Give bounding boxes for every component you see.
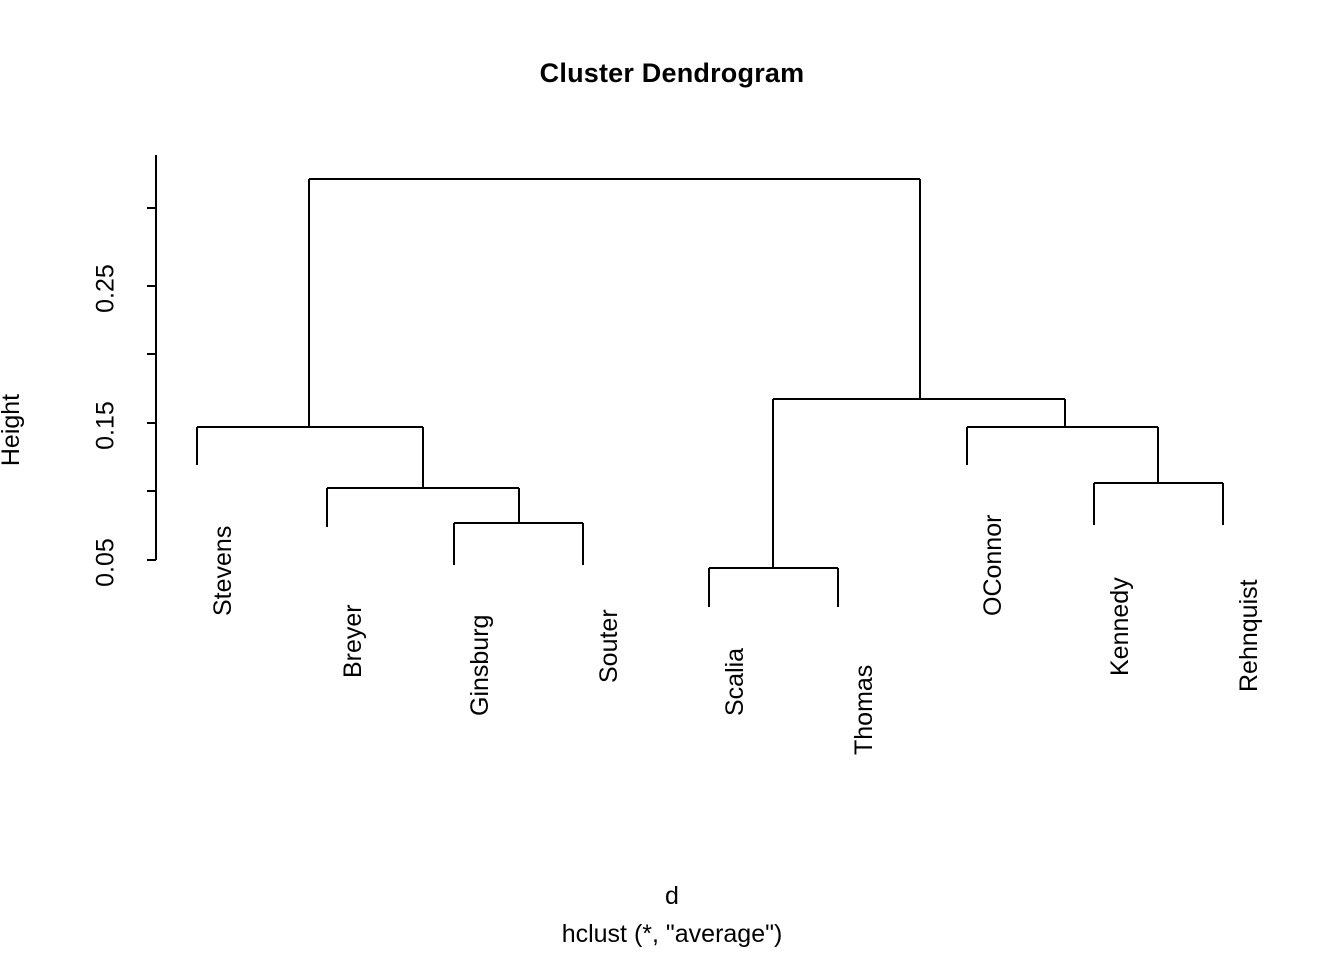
y-axis-tick-label-0.25: 0.25 <box>91 264 120 313</box>
x-axis-title-line1: d <box>665 882 679 910</box>
y-axis-tick-label-0.15: 0.15 <box>91 401 120 450</box>
x-axis-title-line2: hclust (*, "average") <box>561 920 783 948</box>
y-axis-title: Height <box>0 393 25 467</box>
leaf-label-breyer: Breyer <box>339 604 367 678</box>
page-title: Cluster Dendrogram <box>539 58 805 88</box>
y-axis-tick-label-0.05: 0.05 <box>91 538 120 587</box>
leaf-label-ginsburg: Ginsburg <box>466 614 494 716</box>
leaf-label-oconnor: OConnor <box>979 514 1007 616</box>
leaf-label-stevens: Stevens <box>209 525 237 616</box>
leaf-label-thomas: Thomas <box>850 664 878 755</box>
leaf-label-kennedy: Kennedy <box>1106 577 1134 676</box>
leaf-label-souter: Souter <box>595 609 623 683</box>
leaf-label-scalia: Scalia <box>721 647 749 716</box>
y-axis <box>147 155 158 562</box>
leaf-label-rehnquist: Rehnquist <box>1235 579 1263 692</box>
dendrogram-tree <box>195 177 1225 607</box>
